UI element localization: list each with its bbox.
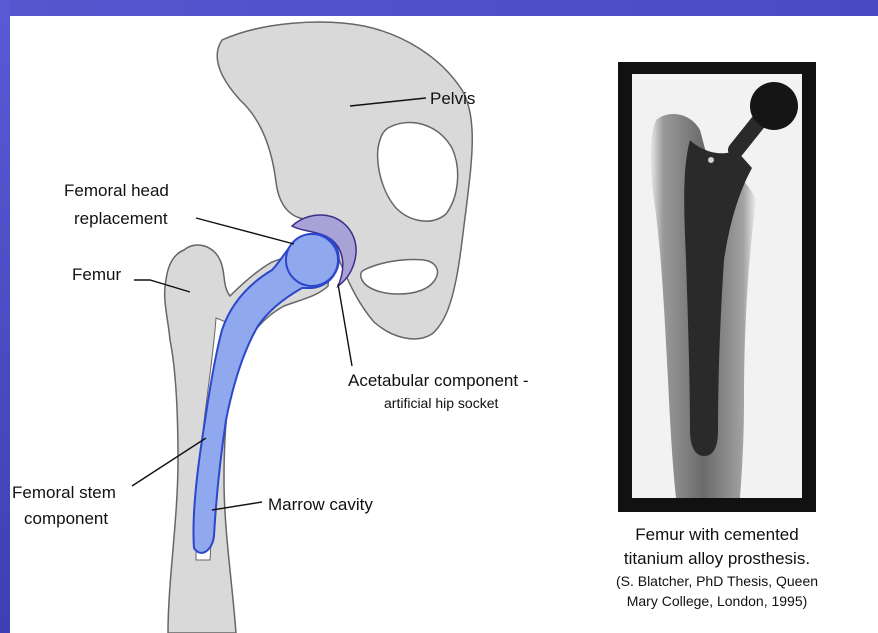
label-femoral-stem-2: component xyxy=(24,509,108,528)
xray-image xyxy=(618,62,816,512)
femoral-head-ball xyxy=(286,234,338,286)
xray-source-line1: (S. Blatcher, PhD Thesis, Queen xyxy=(616,573,818,589)
hip-diagram-canvas: Pelvis Femoral head replacement Femur Ac… xyxy=(10,16,878,633)
xray-caption-line2: titanium alloy prosthesis. xyxy=(624,549,810,568)
xray-caption-line1: Femur with cemented xyxy=(635,525,798,544)
label-marrow-cavity: Marrow cavity xyxy=(268,495,373,514)
label-femur: Femur xyxy=(72,265,121,284)
label-femoral-stem-1: Femoral stem xyxy=(12,483,116,502)
acetabular-leader xyxy=(338,284,352,366)
slide-top-band xyxy=(0,0,878,16)
xray-source-line2: Mary College, London, 1995) xyxy=(627,593,808,609)
femoral-head-leader xyxy=(196,218,294,244)
label-femoral-head-1: Femoral head xyxy=(64,181,169,200)
slide-left-band xyxy=(0,0,10,633)
label-femoral-head-2: replacement xyxy=(74,209,168,228)
label-acetabular-2: artificial hip socket xyxy=(384,395,498,411)
label-acetabular-1: Acetabular component - xyxy=(348,371,529,390)
slide: Pelvis Femoral head replacement Femur Ac… xyxy=(10,16,878,633)
label-pelvis: Pelvis xyxy=(430,89,475,108)
xray-prosthesis-head xyxy=(750,82,798,130)
